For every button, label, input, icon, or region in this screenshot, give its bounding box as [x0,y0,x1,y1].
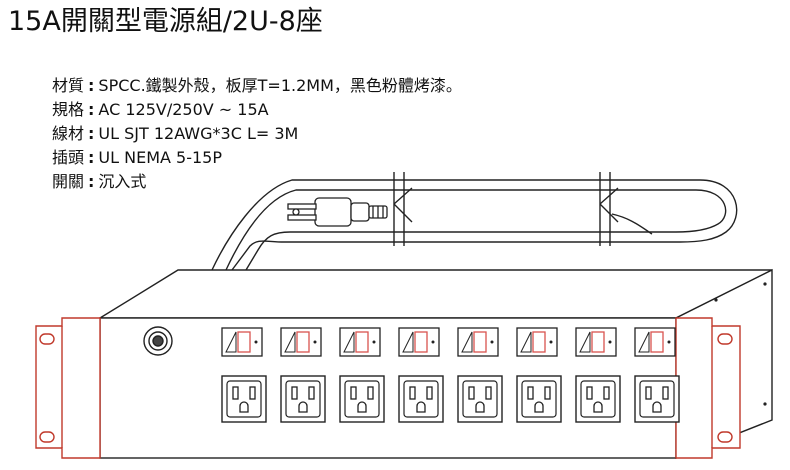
rocker-switch-icon[interactable] [398,327,440,357]
spec-switch: 開關:沉入式 [52,170,462,194]
rocker-switch-icon[interactable] [280,327,322,357]
spec-value: 沉入式 [98,172,147,191]
spec-value: UL SJT 12AWG*3C L= 3M [98,124,299,143]
nema-outlet-icon [280,375,326,423]
cable-tie-icon [393,172,619,246]
spec-label: 材質 [52,76,85,95]
rocker-switch-icon[interactable] [339,327,381,357]
spec-label: 開關 [52,172,85,191]
spec-value: SPCC.鐵製外殼，板厚T=1.2MM，黑色粉體烤漆。 [98,76,462,95]
nema-outlet-icon [221,375,267,423]
rocker-switch-icon[interactable] [516,327,558,357]
nema-outlet-icon [457,375,503,423]
spec-separator: : [88,124,95,143]
spec-value: UL NEMA 5-15P [98,148,223,167]
nema-outlet-icon [575,375,621,423]
spec-material: 材質:SPCC.鐵製外殼，板厚T=1.2MM，黑色粉體烤漆。 [52,74,462,98]
spec-separator: : [88,100,95,119]
spec-cable: 線材:UL SJT 12AWG*3C L= 3M [52,122,462,146]
page-title: 15A開關型電源組/2U-8座 [8,6,323,37]
power-plug-icon [287,197,388,227]
nema-outlet-icon [634,375,680,423]
nema-outlet-icon [339,375,385,423]
switch-row [221,327,676,357]
nema-outlet-icon [516,375,562,423]
spec-rating: 規格:AC 125V/250V ~ 15A [52,98,462,122]
spec-plug: 插頭:UL NEMA 5-15P [52,146,462,170]
spec-separator: : [88,172,95,191]
spec-label: 線材 [52,124,85,143]
outlet-row [221,375,680,423]
rack-ear-icon [35,317,101,459]
rocker-switch-icon[interactable] [634,327,676,357]
screw-icon [714,282,767,406]
spec-list: 材質:SPCC.鐵製外殼，板厚T=1.2MM，黑色粉體烤漆。 規格:AC 125… [52,74,462,194]
chassis [97,268,773,460]
rocker-switch-icon[interactable] [457,327,499,357]
power-cord [211,179,738,271]
rack-ear-icon [675,317,741,459]
spec-value: AC 125V/250V ~ 15A [98,100,269,119]
spec-label: 插頭 [52,148,85,167]
spec-separator: : [88,148,95,167]
rocker-switch-icon[interactable] [575,327,617,357]
spec-label: 規格 [52,100,85,119]
cable-gland-icon [143,326,173,356]
rocker-switch-icon[interactable] [221,327,263,357]
nema-outlet-icon [398,375,444,423]
spec-separator: : [88,76,95,95]
